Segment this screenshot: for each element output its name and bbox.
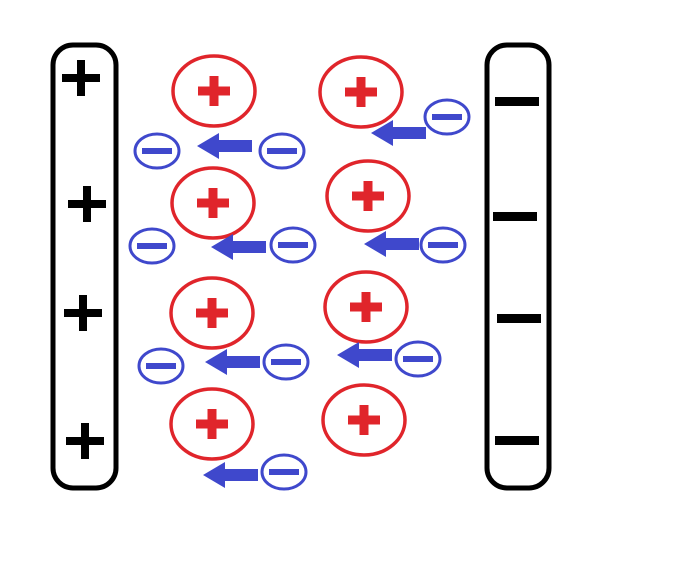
- electrons: [128, 98, 471, 491]
- positive-ion: [318, 55, 404, 129]
- ion-plus-horizontal: [196, 308, 228, 318]
- positive-ion: [325, 159, 411, 233]
- minus-sign-icon: [495, 97, 539, 106]
- electron-arrows: [197, 120, 426, 488]
- electron: [423, 98, 471, 136]
- electron-minus-sign: [269, 469, 299, 475]
- arrow-left-icon: [211, 234, 266, 260]
- positive-ion: [171, 54, 257, 128]
- ion-plus-horizontal: [352, 191, 384, 201]
- positive-electrode: [50, 42, 119, 491]
- plus-sign-icon: [62, 60, 100, 96]
- electron: [262, 343, 310, 381]
- negative-electrode-body: [484, 42, 552, 491]
- electron-minus-sign: [278, 242, 308, 248]
- electron: [269, 226, 317, 264]
- electron-minus-sign: [403, 356, 433, 362]
- arrow-left-icon: [364, 231, 419, 257]
- ion-plus-horizontal: [350, 302, 382, 312]
- electron: [128, 227, 176, 265]
- arrow-left-icon: [203, 462, 258, 488]
- electron: [258, 132, 306, 170]
- electron: [260, 453, 308, 491]
- ion-plus-horizontal: [196, 419, 228, 429]
- positive-ion: [169, 387, 255, 461]
- plus-sign-icon: [68, 186, 106, 222]
- positive-ions: [169, 54, 411, 461]
- arrow-left-icon: [197, 133, 252, 159]
- electrodes: [50, 42, 552, 491]
- arrow-left-icon: [371, 120, 426, 146]
- electron-minus-sign: [267, 148, 297, 154]
- positive-ion: [169, 276, 255, 350]
- ion-plus-horizontal: [198, 86, 230, 96]
- minus-sign-icon: [495, 436, 539, 445]
- electron: [394, 340, 442, 378]
- electron-minus-sign: [142, 148, 172, 154]
- ion-plus-horizontal: [345, 87, 377, 97]
- ion-plus-horizontal: [348, 415, 380, 425]
- plus-sign-icon: [64, 295, 102, 331]
- positive-electrode-body: [50, 42, 119, 491]
- minus-sign-icon: [497, 314, 541, 323]
- negative-electrode: [484, 42, 552, 491]
- ion-plus-horizontal: [197, 198, 229, 208]
- minus-sign-icon: [493, 212, 537, 221]
- electron-minus-sign: [432, 114, 462, 120]
- electron: [137, 347, 185, 385]
- plus-horizontal-bar: [62, 74, 100, 82]
- arrow-left-icon: [337, 342, 392, 368]
- plus-horizontal-bar: [66, 437, 104, 445]
- plus-horizontal-bar: [64, 309, 102, 317]
- electron-minus-sign: [146, 363, 176, 369]
- electron-minus-sign: [137, 243, 167, 249]
- positive-ion: [321, 383, 407, 457]
- plus-sign-icon: [66, 423, 104, 459]
- arrow-left-icon: [205, 349, 260, 375]
- positive-ion: [170, 166, 256, 240]
- plus-horizontal-bar: [68, 200, 106, 208]
- positive-ion: [323, 270, 409, 344]
- electron: [133, 132, 181, 170]
- electron: [419, 226, 467, 264]
- electron-minus-sign: [271, 359, 301, 365]
- electron-minus-sign: [428, 242, 458, 248]
